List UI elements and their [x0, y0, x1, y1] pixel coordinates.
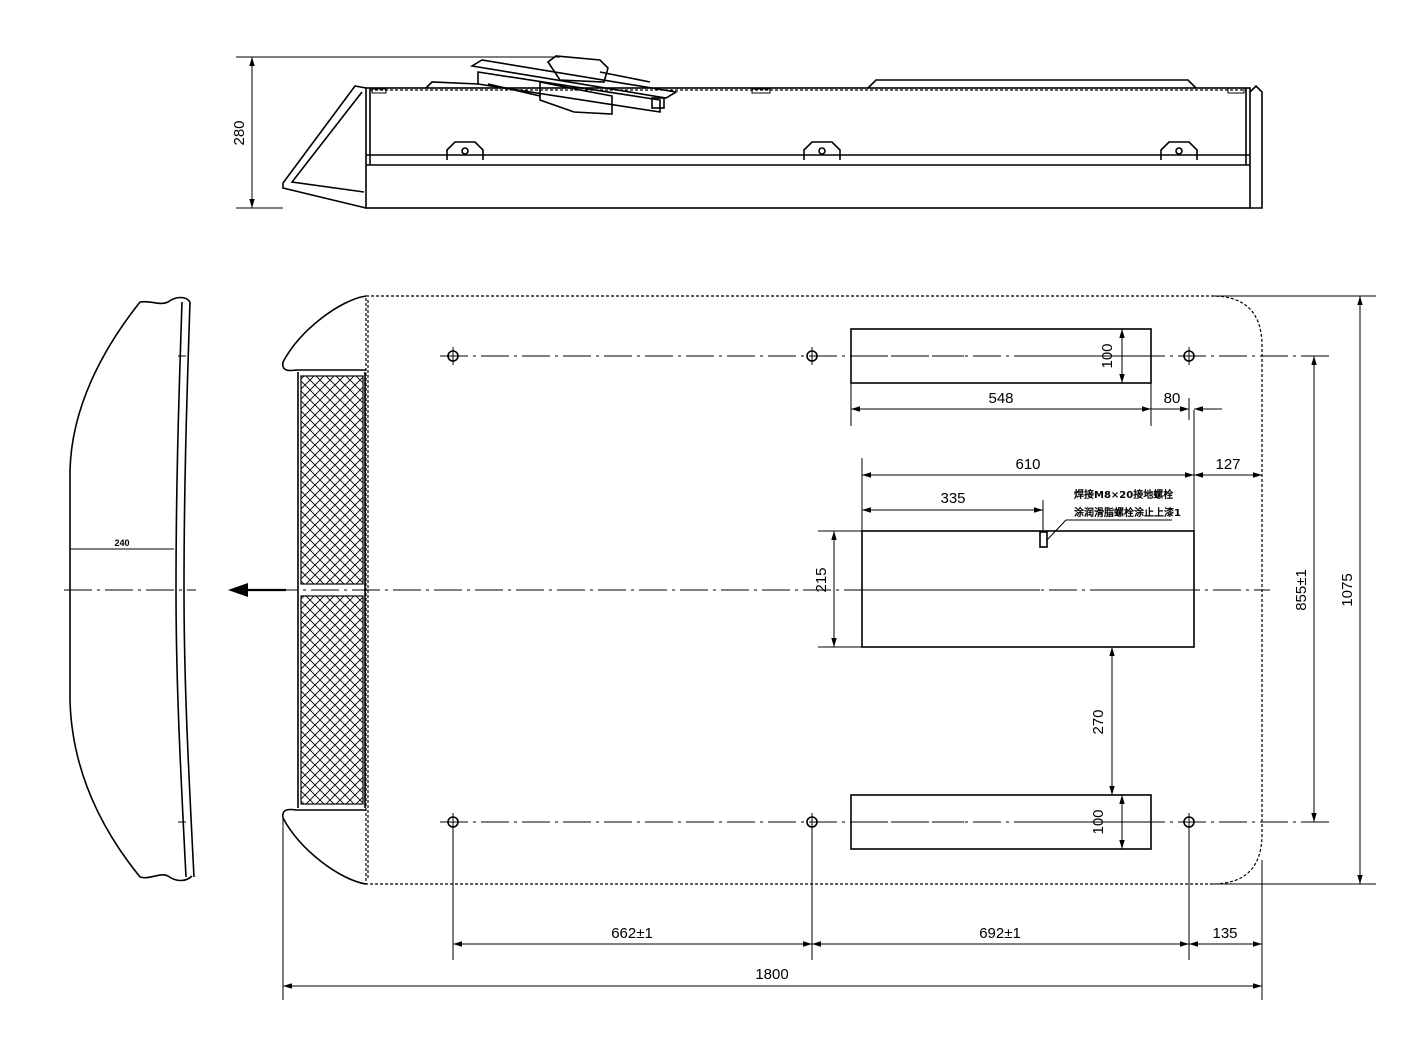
end-view: 240 — [64, 296, 196, 882]
dim-overall-width: 1075 — [1339, 573, 1356, 606]
center-block — [861, 530, 1195, 648]
dim-pad1-width: 100 — [1099, 343, 1116, 368]
dim-end-offset: 135 — [1212, 925, 1237, 942]
pad-upper — [850, 328, 1152, 384]
dim-block-width: 215 — [813, 567, 830, 592]
plan-view: 焊接M8×20接地螺栓 涂润滑脂螺栓涂止上漆1 100 548 80 610 1… — [270, 295, 1376, 1000]
side-view: 280 — [231, 55, 1263, 209]
ground-stud — [1039, 531, 1048, 548]
dim-block-length: 610 — [1015, 456, 1040, 473]
pad-lower — [850, 794, 1152, 850]
dim-block-gap: 270 — [1090, 709, 1107, 734]
dim-hole-spacing-y: 855±1 — [1293, 569, 1310, 611]
dim-overall-length: 1800 — [755, 966, 788, 983]
dim-pad2-width: 100 — [1090, 809, 1107, 834]
lug-1 — [446, 141, 484, 160]
dim-hole-spacing-x1: 662±1 — [611, 925, 653, 942]
dim-block-end-offset: 127 — [1215, 456, 1240, 473]
dim-pad1-length: 548 — [988, 390, 1013, 407]
mesh-grille-lower — [300, 595, 364, 805]
lug-2 — [803, 141, 841, 160]
dim-side-height: 280 — [231, 120, 248, 145]
mesh-grille-upper — [300, 375, 364, 585]
stud-note-line1: 焊接M8×20接地螺栓 — [1074, 488, 1173, 501]
lug-3 — [1160, 141, 1198, 160]
dim-stud-offset: 335 — [940, 490, 965, 507]
dim-hole-spacing-x2: 692±1 — [979, 925, 1021, 942]
hinge-assembly — [425, 55, 679, 115]
dim-end-width: 240 — [114, 538, 129, 548]
stud-note-line2: 涂润滑脂螺栓涂止上漆1 — [1074, 506, 1181, 519]
dim-pad1-gap: 80 — [1164, 390, 1181, 407]
